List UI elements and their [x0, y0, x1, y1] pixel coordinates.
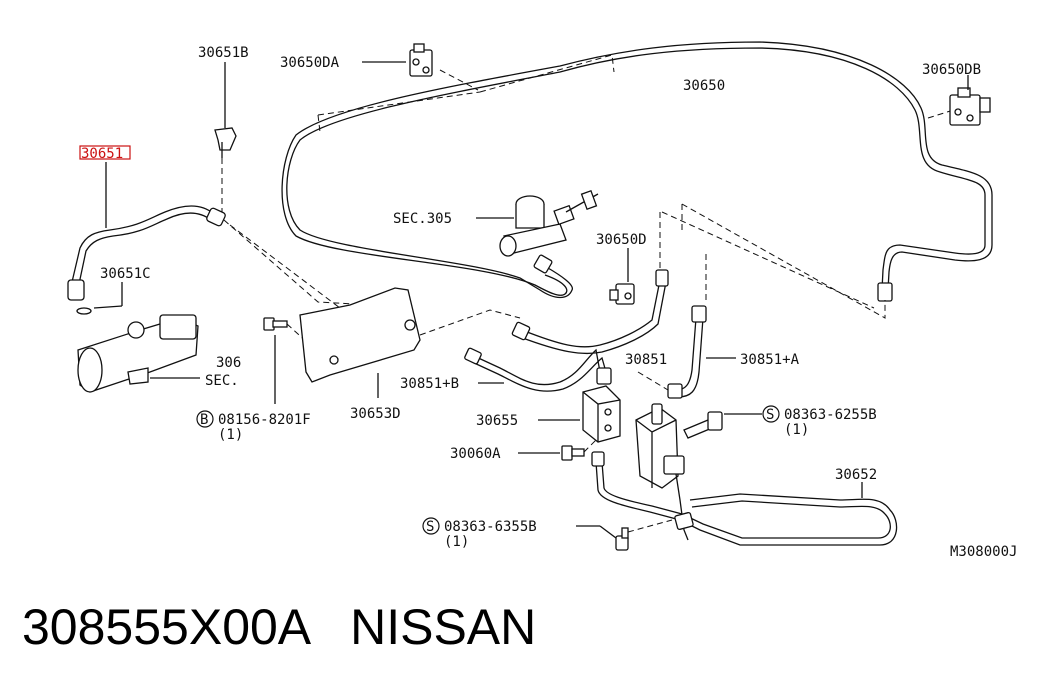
fitting-30851a-t: [691, 305, 707, 323]
circle-s2-letter: S: [426, 519, 434, 535]
operating-cylinder: [77, 314, 199, 393]
label-08363-6255b-qty: (1): [784, 422, 809, 438]
pipe-fitting-right: [877, 282, 893, 302]
label-30655: 30655: [476, 413, 518, 429]
dash-30650d: [659, 204, 683, 268]
bolt-08363-6355b: [615, 527, 629, 551]
pipe-30652-drop: [675, 473, 689, 541]
clip-30650da: [409, 43, 433, 77]
fitting-30851b-r: [596, 367, 612, 385]
block-30655: [582, 385, 621, 443]
label-sec: SEC.: [205, 373, 239, 389]
washer-30651c: [76, 307, 92, 315]
hose-30651-inner: [78, 212, 212, 285]
master-cylinder: [499, 189, 599, 257]
hose-fitting-lower: [67, 279, 85, 301]
dash-08363b: [627, 519, 673, 533]
label-30651b: 30651B: [198, 45, 249, 61]
dash-bracket-right: [419, 309, 521, 336]
pipe-30652: [595, 461, 898, 546]
pipe-30650-inner: [281, 41, 993, 296]
dash-right: [661, 107, 961, 319]
label-sec305: SEC.305: [393, 211, 452, 227]
pipe-30851: [521, 279, 661, 348]
pipe-30652-inner: [601, 461, 891, 539]
label-30851b: 30851+B: [400, 376, 459, 392]
fitting-30652-t: [591, 451, 605, 467]
clip-30650d: [609, 283, 635, 305]
part-caption: 308555X00A NISSAN: [22, 598, 536, 656]
label-drawing-code: M308000J: [950, 544, 1017, 560]
fitting-30851b: [464, 347, 482, 365]
pipe-30650: [286, 47, 986, 299]
label-08363-6355b-qty: (1): [444, 534, 469, 550]
bracket-hole-2: [329, 355, 339, 365]
label-08363-6255b: 08363-6255B: [784, 407, 877, 423]
pipe-fitting-left: [533, 254, 553, 274]
pipe-30851-inner: [519, 281, 667, 355]
dash-30060a: [583, 439, 597, 453]
junction-block: [635, 403, 685, 489]
pipe-30851a: [675, 317, 697, 391]
label-30650d: 30650D: [596, 232, 647, 248]
label-306: 306: [216, 355, 241, 371]
hose-30651: [71, 205, 215, 283]
clip-30651b: [214, 127, 237, 158]
fitting-30851-t: [655, 269, 669, 287]
circle-s1-symbol: [762, 405, 780, 423]
pipe-30851b: [473, 348, 601, 386]
bolt-08363-6255b: [683, 411, 723, 439]
label-30651: 30651: [81, 146, 123, 162]
circle-b-letter: B: [200, 412, 208, 428]
label-30851a: 30851+A: [740, 352, 800, 368]
label-30650da: 30650DA: [280, 55, 340, 71]
dash-30851a: [637, 250, 707, 391]
leader-30651c-h: [93, 305, 123, 309]
label-30851: 30851: [625, 352, 667, 368]
leader-08363b-d: [599, 525, 617, 539]
brand-name: NISSAN: [350, 599, 537, 655]
pipe-30851b-inner: [471, 356, 607, 392]
label-08156: 08156-8201F: [218, 412, 311, 428]
fitting-30652-m: [674, 511, 694, 531]
hose-fitting-upper: [206, 207, 226, 227]
circle-s2-symbol: [422, 517, 440, 535]
bolt-08156: [263, 317, 288, 331]
label-08156-qty: (1): [218, 427, 243, 443]
highlight-box-30651: [79, 145, 131, 160]
dash-hose-bracket: [223, 219, 373, 312]
circle-b-symbol: [196, 410, 214, 428]
bracket-hole-1: [404, 319, 416, 331]
label-30060a: 30060A: [450, 446, 501, 462]
dash-top: [317, 54, 615, 133]
clutch-hydraulic-diagram: 30651B 30650DA 30650 30650DB 30651 SEC.3…: [67, 41, 1017, 560]
label-30651c: 30651C: [100, 266, 151, 282]
fitting-30851a-b: [667, 383, 683, 399]
bolt-30060a: [561, 445, 585, 461]
label-30653d: 30653D: [350, 406, 401, 422]
label-08363-6355b: 08363-6355B: [444, 519, 537, 535]
fitting-30851-l: [511, 321, 531, 341]
label-30652: 30652: [835, 467, 877, 483]
label-30650db: 30650DB: [922, 62, 981, 78]
label-30650: 30650: [683, 78, 725, 94]
part-number: 308555X00A: [22, 599, 309, 655]
circle-s1-letter: S: [766, 407, 774, 423]
clip-30650db: [949, 87, 991, 126]
